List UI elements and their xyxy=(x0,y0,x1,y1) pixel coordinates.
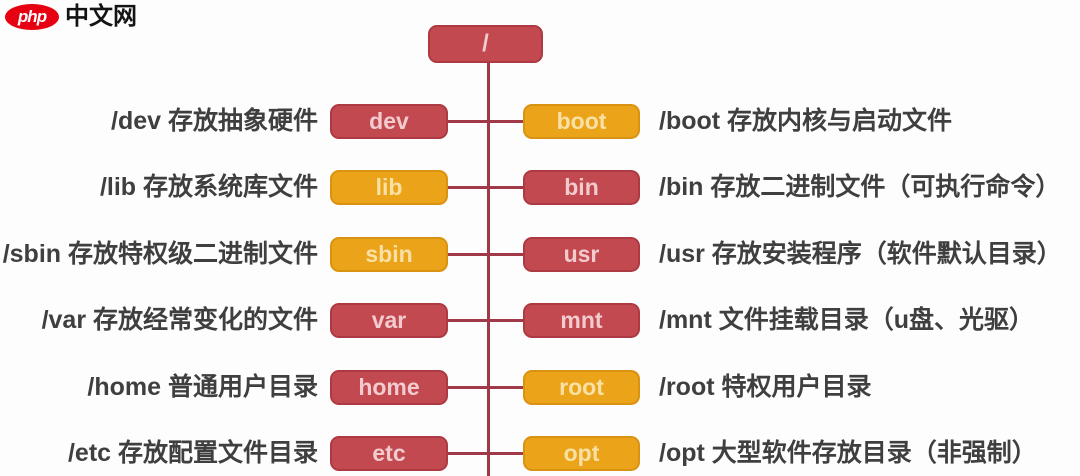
right-description: /boot 存放内核与启动文件 xyxy=(659,107,953,135)
php-cn-logo: php 中文网 xyxy=(5,4,137,30)
right-description: /root 特权用户目录 xyxy=(659,373,872,401)
dir-node-dev: dev xyxy=(330,104,448,139)
dir-node-bin: bin xyxy=(523,170,640,205)
dir-node-opt: opt xyxy=(523,436,640,471)
left-description: /home 普通用户目录 xyxy=(87,373,318,401)
php-logo-badge: php xyxy=(5,4,59,30)
tree-row: /sbin 存放特权级二进制文件 sbin usr /usr 存放安装程序（软件… xyxy=(0,237,1080,272)
dir-node-boot: boot xyxy=(523,104,640,139)
logo-text: 中文网 xyxy=(65,3,137,30)
connector-line xyxy=(444,319,526,322)
left-description: /etc 存放配置文件目录 xyxy=(67,439,318,467)
tree-row: /home 普通用户目录 home root /root 特权用户目录 xyxy=(0,370,1080,405)
dir-node-home: home xyxy=(330,370,448,405)
tree-row: /var 存放经常变化的文件 var mnt /mnt 文件挂载目录（u盘、光驱… xyxy=(0,303,1080,338)
trunk-line xyxy=(487,62,490,476)
left-description: /var 存放经常变化的文件 xyxy=(41,306,318,334)
right-description: /bin 存放二进制文件（可执行命令） xyxy=(659,173,1061,201)
tree-row: /etc 存放配置文件目录 etc opt /opt 大型软件存放目录（非强制） xyxy=(0,436,1080,471)
right-description: /mnt 文件挂载目录（u盘、光驱） xyxy=(659,306,1034,334)
left-description: /sbin 存放特权级二进制文件 xyxy=(2,240,318,268)
left-description: /lib 存放系统库文件 xyxy=(99,173,318,201)
dir-node-root: root xyxy=(523,370,640,405)
connector-line xyxy=(444,253,526,256)
root-node: / xyxy=(428,25,543,63)
dir-node-sbin: sbin xyxy=(330,237,448,272)
left-description: /dev 存放抽象硬件 xyxy=(111,107,318,135)
connector-line xyxy=(444,120,526,123)
dir-node-lib: lib xyxy=(330,170,448,205)
dir-node-usr: usr xyxy=(523,237,640,272)
dir-node-var: var xyxy=(330,303,448,338)
tree-row: /lib 存放系统库文件 lib bin /bin 存放二进制文件（可执行命令） xyxy=(0,170,1080,205)
right-description: /opt 大型软件存放目录（非强制） xyxy=(659,439,1037,467)
tree-row: /dev 存放抽象硬件 dev boot /boot 存放内核与启动文件 xyxy=(0,104,1080,139)
dir-node-mnt: mnt xyxy=(523,303,640,338)
right-description: /usr 存放安装程序（软件默认目录） xyxy=(659,240,1062,268)
connector-line xyxy=(444,386,526,389)
dir-node-etc: etc xyxy=(330,436,448,471)
connector-line xyxy=(444,186,526,189)
connector-line xyxy=(444,452,526,455)
